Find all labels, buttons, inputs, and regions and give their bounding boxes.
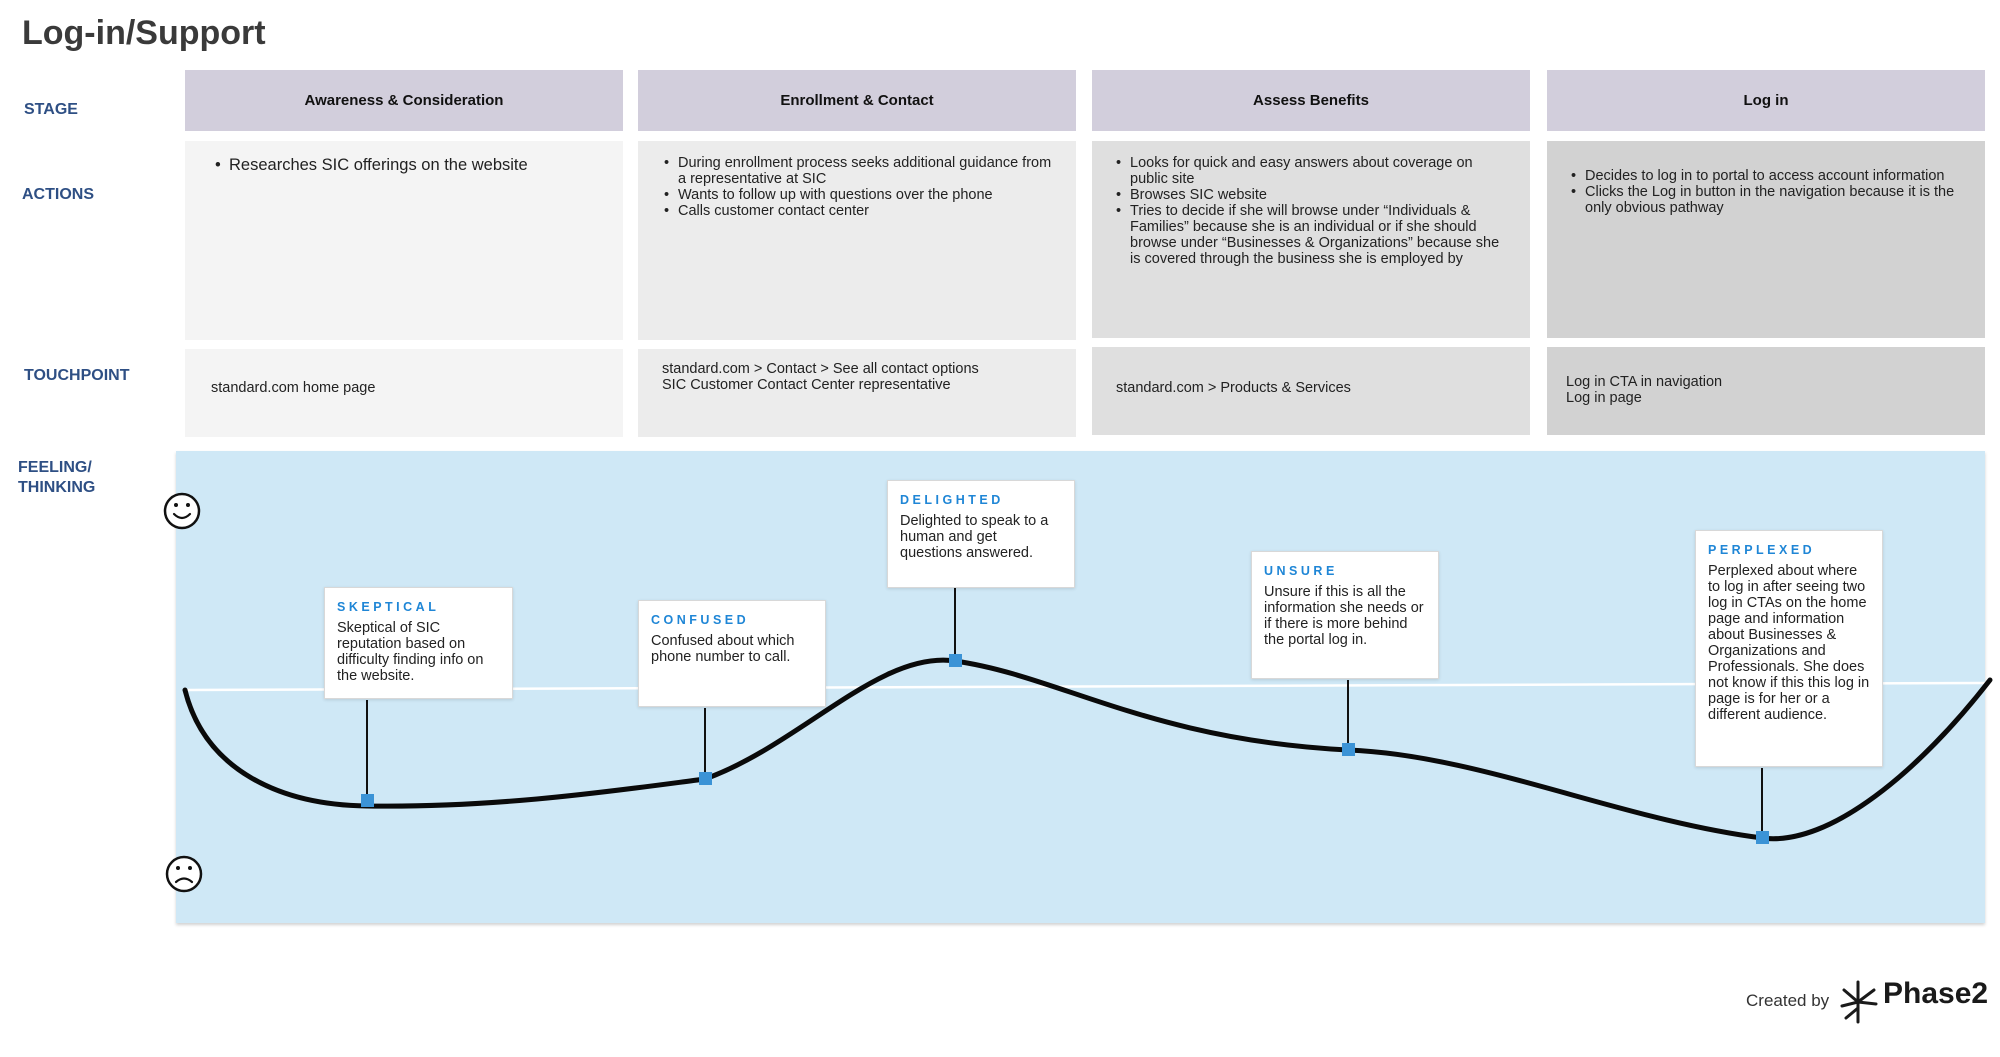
stage-header-log-in: Log in (1547, 70, 1985, 131)
feeling-card-delighted: DELIGHTED Delighted to speak to a human … (887, 480, 1075, 588)
row-label-feeling-line2: THINKING (18, 479, 96, 496)
actions-cell-enrollment: During enrollment process seeks addition… (638, 141, 1076, 340)
action-item: Decides to log in to portal to access ac… (1571, 168, 1965, 184)
action-item: Clicks the Log in button in the navigati… (1571, 184, 1965, 216)
row-label-feeling: FEELING/ THINKING (18, 458, 95, 498)
feeling-title: DELIGHTED (900, 493, 1004, 507)
stage-header-assess-benefits: Assess Benefits (1092, 70, 1530, 131)
feeling-title: CONFUSED (651, 613, 750, 627)
row-label-touchpoint: TOUCHPOINT (24, 367, 130, 384)
curve-marker (1342, 743, 1355, 756)
actions-cell-log-in: Decides to log in to portal to access ac… (1547, 141, 1985, 338)
feeling-title: UNSURE (1264, 564, 1338, 578)
action-item: Tries to decide if she will browse under… (1116, 203, 1506, 267)
action-item: Calls customer contact center (664, 203, 1056, 219)
touchpoint-text: Log in CTA in navigation (1566, 374, 1723, 390)
row-label-actions: ACTIONS (22, 186, 94, 203)
touchpoint-cell-assess-benefits: standard.com > Products & Services (1092, 347, 1530, 435)
action-item: During enrollment process seeks addition… (664, 155, 1056, 187)
feeling-text: Unsure if this is all the information sh… (1264, 584, 1424, 648)
curve-marker (699, 772, 712, 785)
touchpoint-cell-awareness: standard.com home page (185, 349, 623, 437)
curve-marker (1756, 831, 1769, 844)
feeling-text: Skeptical of SIC reputation based on dif… (337, 620, 484, 684)
action-item: Browses SIC website (1116, 187, 1506, 203)
actions-cell-assess-benefits: Looks for quick and easy answers about c… (1092, 141, 1530, 338)
touchpoint-text: standard.com home page (211, 380, 376, 396)
smiley-face-icon (163, 492, 201, 530)
feeling-card-skeptical: SKEPTICAL Skeptical of SIC reputation ba… (324, 587, 513, 699)
stage-header-awareness: Awareness & Consideration (185, 70, 623, 131)
action-item: Wants to follow up with questions over t… (664, 187, 1056, 203)
feeling-card-confused: CONFUSED Confused about which phone numb… (638, 600, 826, 707)
feeling-title: SKEPTICAL (337, 600, 440, 614)
curve-marker (361, 794, 374, 807)
feeling-text: Delighted to speak to a human and get qu… (900, 513, 1049, 561)
feeling-title: PERPLEXED (1708, 543, 1816, 557)
page-title: Log-in/Support (22, 14, 266, 52)
touchpoint-cell-log-in: Log in CTA in navigation Log in page (1547, 347, 1985, 435)
actions-cell-awareness: Researches SIC offerings on the website (185, 141, 623, 340)
action-item: Looks for quick and easy answers about c… (1116, 155, 1506, 187)
phase2-brand-name: Phase2 (1883, 977, 1989, 1010)
touchpoint-text: standard.com > Contact > See all contact… (662, 361, 979, 377)
created-by-label: Created by (1746, 991, 1830, 1010)
touchpoint-text: standard.com > Products & Services (1116, 380, 1351, 396)
feeling-card-unsure: UNSURE Unsure if this is all the informa… (1251, 551, 1439, 679)
touchpoint-text: Log in page (1566, 390, 1642, 406)
frowning-face-icon (165, 855, 203, 893)
row-label-stage: STAGE (24, 101, 78, 118)
touchpoint-text: SIC Customer Contact Center representati… (662, 377, 951, 393)
phase2-logo-icon (1840, 980, 1878, 1024)
curve-marker (949, 654, 962, 667)
row-label-feeling-line1: FEELING/ (18, 459, 92, 476)
action-item: Researches SIC offerings on the website (215, 156, 603, 174)
stage-header-enrollment: Enrollment & Contact (638, 70, 1076, 131)
feeling-card-perplexed: PERPLEXED Perplexed about where to log i… (1695, 530, 1883, 767)
feeling-text: Confused about which phone number to cal… (651, 633, 795, 665)
touchpoint-cell-enrollment: standard.com > Contact > See all contact… (638, 349, 1076, 437)
feeling-text: Perplexed about where to log in after se… (1708, 563, 1870, 723)
